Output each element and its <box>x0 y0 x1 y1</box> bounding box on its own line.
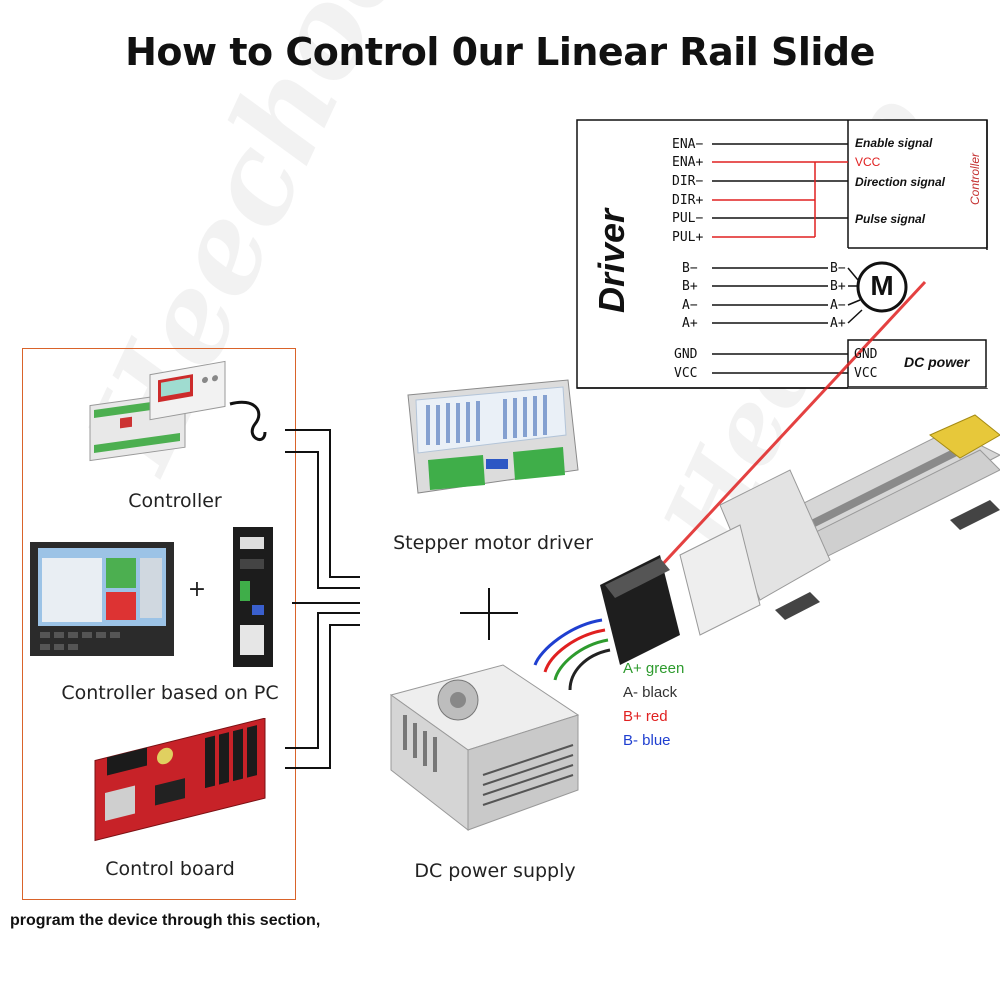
control-board-label: Control board <box>105 858 235 880</box>
pin-a-plus: A+ <box>682 316 698 331</box>
controller-label: Controller <box>128 490 222 512</box>
pc-controller-label: Controller based on PC <box>61 682 279 704</box>
power-pin-gnd: GND <box>854 347 878 362</box>
pin-vcc: VCC <box>674 366 698 381</box>
motor-pin-b-plus: B+ <box>830 279 846 294</box>
motor-pin-a-minus: A− <box>830 298 846 313</box>
line-controller-2 <box>285 451 360 589</box>
pin-dir-plus: DIR+ <box>672 193 704 208</box>
pin-b-minus: B− <box>682 261 698 276</box>
pin-gnd: GND <box>674 347 698 362</box>
pin-pul-plus: PUL+ <box>672 230 704 245</box>
line-board-1 <box>285 612 360 749</box>
page-title: How to Control 0ur Linear Rail Slide <box>125 30 875 74</box>
dc-power-supply-image <box>389 664 580 832</box>
pin-a-minus: A− <box>682 298 698 313</box>
wire-label-b-plus: B+ red <box>623 708 668 725</box>
pin-pul-minus: PUL− <box>672 211 704 226</box>
stepper-driver-image <box>407 379 579 494</box>
dc-power-label: DC power <box>904 354 970 370</box>
power-pin-vcc: VCC <box>854 366 878 381</box>
dc-power-box <box>847 339 987 388</box>
pc-controller-screen-image <box>30 542 174 656</box>
controller-vertical-label: Controller <box>968 152 982 206</box>
vcc-signal-label: VCC <box>855 155 881 169</box>
pulse-signal-label: Pulse signal <box>855 212 926 226</box>
line-board-2 <box>285 624 360 769</box>
driver-label: Driver <box>591 208 632 314</box>
direction-signal-label: Direction signal <box>855 175 946 189</box>
line-controller-1 <box>285 429 360 578</box>
motor-pin-b-minus: B− <box>830 261 846 276</box>
control-section-frame <box>22 348 296 900</box>
controller-image <box>89 360 267 462</box>
control-board-image <box>94 718 266 842</box>
pin-ena-plus: ENA+ <box>672 155 704 170</box>
stepper-driver-label: Stepper motor driver <box>393 532 593 554</box>
motor-symbol <box>856 261 908 313</box>
motor-symbol-label: M <box>870 270 894 301</box>
pin-ena-minus: ENA− <box>672 137 704 152</box>
plus-small: + <box>187 577 207 602</box>
linear-rail-slide-image <box>533 414 1000 691</box>
section-caption: program the device through this section, <box>10 912 321 929</box>
wire-label-a-plus: A+ green <box>623 660 685 677</box>
pin-b-plus: B+ <box>682 279 698 294</box>
pin-dir-minus: DIR− <box>672 174 704 189</box>
wire-label-b-minus: B- blue <box>623 732 671 749</box>
dc-power-supply-label: DC power supply <box>414 860 576 882</box>
wire-label-a-minus: A- black <box>623 684 678 701</box>
motor-pin-a-plus: A+ <box>830 316 846 331</box>
pc-tower-image <box>233 527 273 667</box>
enable-signal-label: Enable signal <box>855 136 933 150</box>
